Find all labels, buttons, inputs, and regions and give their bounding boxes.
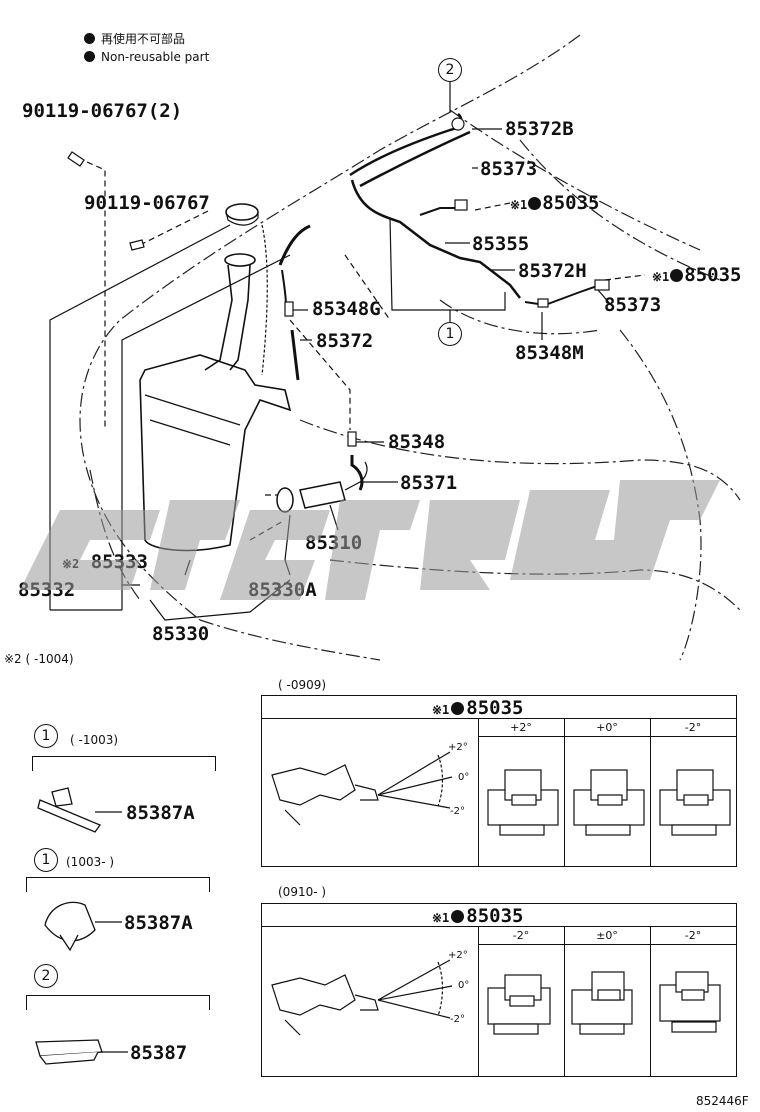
table2-col-2: ±0° <box>596 929 618 942</box>
label-85372: 85372 <box>316 330 374 352</box>
label-bolt-b: 90119-06767 <box>84 192 210 214</box>
legend-japanese-text: 再使用不可部品 <box>101 32 186 46</box>
inset3-circle: 2 <box>34 964 58 988</box>
table2-col-1: -2° <box>512 929 530 942</box>
table1-col-3: -2° <box>684 721 702 734</box>
circle-1-marker: 1 <box>438 322 462 346</box>
non-reusable-icon <box>528 197 542 210</box>
table2-angle-zero: 0° <box>458 980 470 991</box>
table1-range: ( -0909) <box>278 678 327 692</box>
note1-mark: ※1 <box>652 270 670 284</box>
table1-col-header-row <box>478 718 736 737</box>
table1-divider <box>650 718 651 866</box>
table2-title-text: 85035 <box>466 905 524 927</box>
label-85348: 85348 <box>388 431 446 453</box>
label-85373-right: 85373 <box>604 294 662 316</box>
label-85348G: 85348G <box>312 298 381 320</box>
table1-col-1: +2° <box>510 721 532 734</box>
table2-divider <box>650 926 651 1076</box>
table1-divider <box>478 718 479 866</box>
table1-title-text: 85035 <box>466 697 524 719</box>
inset2-range: (1003- ) <box>66 855 115 869</box>
table1: ※1 85035 +2° +0° -2° +2° 0° -2° <box>261 695 737 867</box>
label-85035-top-text: 85035 <box>542 192 600 214</box>
table1-angle-zero: 0° <box>458 772 470 783</box>
note1-mark: ※1 <box>510 198 528 212</box>
label-bolt-a: 90119-06767(2) <box>22 100 183 122</box>
inset2-part: 85387A <box>124 912 193 934</box>
table2: ※1 85035 -2° ±0° -2° +2° 0° -2° <box>261 903 737 1077</box>
inset1-bracket <box>32 756 216 771</box>
non-reusable-icon <box>451 910 465 923</box>
bullet-icon <box>84 51 95 62</box>
inset1-circle: 1 <box>34 724 58 748</box>
note1-mark: ※1 <box>432 703 450 717</box>
label-85372B: 85372B <box>505 118 574 140</box>
legend-english-text: Non-reusable part <box>101 50 210 64</box>
note-2-range: ※2 ( -1004) <box>4 652 74 666</box>
table1-title: ※1 85035 <box>432 697 523 719</box>
label-85373-top: 85373 <box>480 158 538 180</box>
table1-divider <box>564 718 565 866</box>
table1-angle-up: +2° <box>448 742 468 753</box>
note1-mark: ※1 <box>432 911 450 925</box>
table2-angle-up: +2° <box>448 950 468 961</box>
table2-range: (0910- ) <box>278 885 327 899</box>
label-85355: 85355 <box>472 233 530 255</box>
label-85372H: 85372H <box>518 260 587 282</box>
non-reusable-icon <box>451 702 465 715</box>
table2-angle-down: -2° <box>450 1014 465 1025</box>
inset3-bracket <box>26 995 210 1010</box>
inset2-bracket <box>26 877 210 892</box>
label-85348M: 85348M <box>515 342 584 364</box>
table2-col-header-row <box>478 926 736 945</box>
label-85371: 85371 <box>400 472 458 494</box>
circle-2-marker: 2 <box>438 58 462 82</box>
inset2-circle: 1 <box>34 848 58 872</box>
legend-japanese: 再使用不可部品 <box>84 30 185 47</box>
table1-angle-down: -2° <box>450 806 465 817</box>
label-85035-top: ※1 85035 <box>510 192 599 214</box>
table1-title-row <box>262 696 736 719</box>
table2-divider <box>478 926 479 1076</box>
inset1-range: ( -1003) <box>70 733 119 747</box>
label-85035-right: ※1 85035 <box>652 264 741 286</box>
non-reusable-icon <box>670 269 684 282</box>
label-85330: 85330 <box>152 623 210 645</box>
legend-english: Non-reusable part <box>84 50 209 64</box>
inset1-part: 85387A <box>126 802 195 824</box>
bullet-icon <box>84 33 95 44</box>
table2-title-row <box>262 904 736 927</box>
table2-col-3: -2° <box>684 929 702 942</box>
figure-id: 852446F <box>696 1094 749 1108</box>
table2-title: ※1 85035 <box>432 905 523 927</box>
label-85035-right-text: 85035 <box>684 264 742 286</box>
table2-divider <box>564 926 565 1076</box>
table1-col-2: +0° <box>596 721 618 734</box>
inset3-part: 85387 <box>130 1042 188 1064</box>
